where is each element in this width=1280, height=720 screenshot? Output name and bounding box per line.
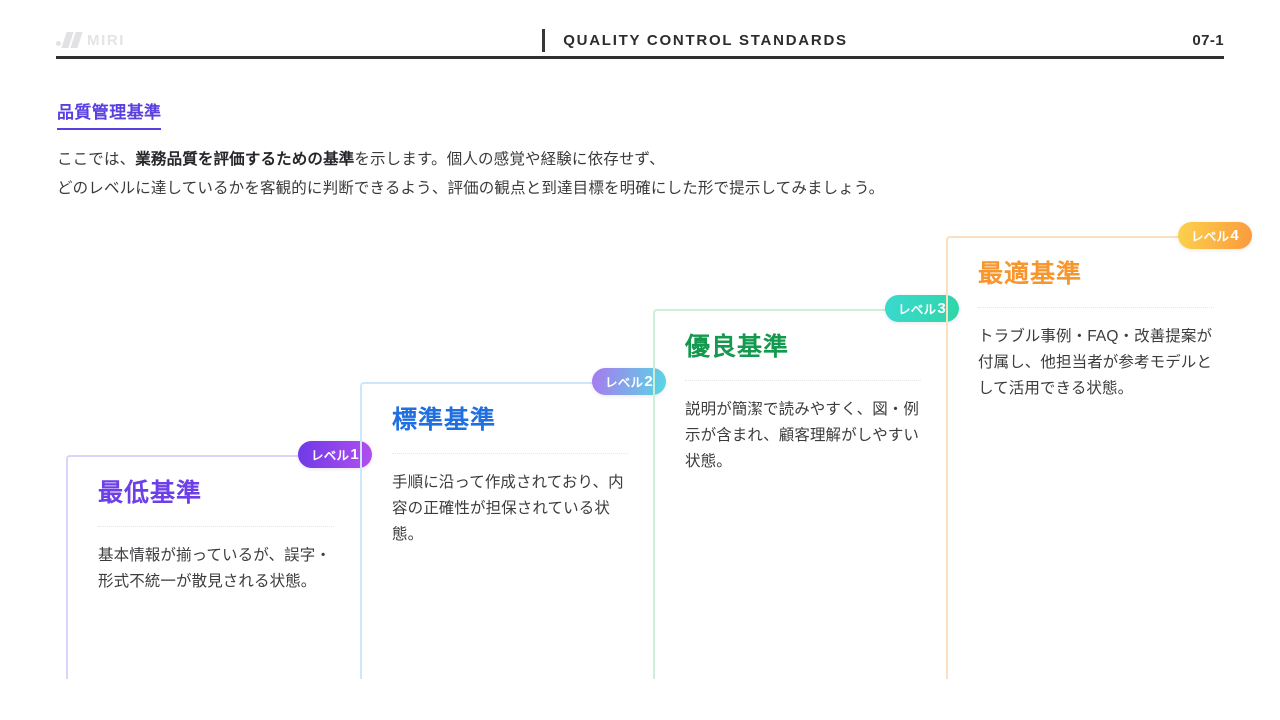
title-divider-bar — [542, 28, 546, 52]
brand-logo: MIRI — [56, 32, 356, 49]
lead-line1-pre: ここでは、 — [57, 151, 136, 168]
header-bottom-rule — [56, 56, 1224, 59]
page-title: QUALITY CONTROL STANDARDS — [563, 31, 848, 49]
level-card-1-divider — [98, 525, 334, 527]
level-badge-4-label: レベル — [1190, 230, 1230, 244]
level-card-3-divider — [685, 379, 921, 381]
miri-logo-mark-icon — [56, 32, 83, 48]
level-badge-2-number: 2 — [644, 373, 653, 390]
level-badge-2-label: レベル — [604, 376, 644, 390]
level-badge-3-label: レベル — [897, 303, 937, 317]
lead-line-2: どのレベルに達しているかを客観的に判断できるよう、評価の観点と到達目標を明確にし… — [57, 180, 885, 197]
level-card-2-body: 手順に沿って作成されており、内容の正確性が担保されている状態。 — [392, 473, 624, 543]
level-card-1-title: 最低基準 — [98, 479, 203, 507]
lead-line1-post: を示します。個人の感覚や経験に依存せず、 — [354, 151, 665, 168]
section-heading: 品質管理基準 — [57, 98, 162, 130]
page-number: 07-1 — [1192, 31, 1224, 49]
level-card-1-body: 基本情報が揃っているが、誤字・形式不統一が散見される状態。 — [98, 546, 331, 590]
level-card-4-title: 最適基準 — [978, 260, 1083, 288]
level-badge-1-number: 1 — [350, 446, 359, 463]
logo-dot-icon — [56, 41, 61, 46]
level-card-2-divider — [392, 452, 628, 454]
level-card-2-title: 標準基準 — [392, 406, 497, 434]
level-card-3-title: 優良基準 — [685, 333, 790, 361]
slide-header: MIRI QUALITY CONTROL STANDARDS 07-1 — [56, 22, 1224, 58]
level-card-4-divider — [978, 306, 1214, 308]
lead-line-1: ここでは、業務品質を評価するための基準を示します。個人の感覚や経験に依存せず、 — [57, 145, 1237, 174]
lead-paragraph: ここでは、業務品質を評価するための基準を示します。個人の感覚や経験に依存せず、 … — [57, 145, 1237, 203]
level-card-4-body: トラブル事例・FAQ・改善提案が付属し、他担当者が参考モデルとして活用できる状態… — [978, 327, 1213, 397]
header-title-group: QUALITY CONTROL STANDARDS — [316, 28, 1074, 52]
brand-name: MIRI — [87, 31, 126, 49]
level-badge-1-label: レベル — [310, 449, 350, 463]
level-card-3-body: 説明が簡潔で読みやすく、図・例示が含まれ、顧客理解がしやすい状態。 — [685, 400, 920, 470]
lead-line1-bold: 業務品質を評価するための基準 — [135, 151, 355, 168]
level-badge-3-number: 3 — [937, 300, 946, 317]
level-badge-4-number: 4 — [1230, 227, 1239, 244]
